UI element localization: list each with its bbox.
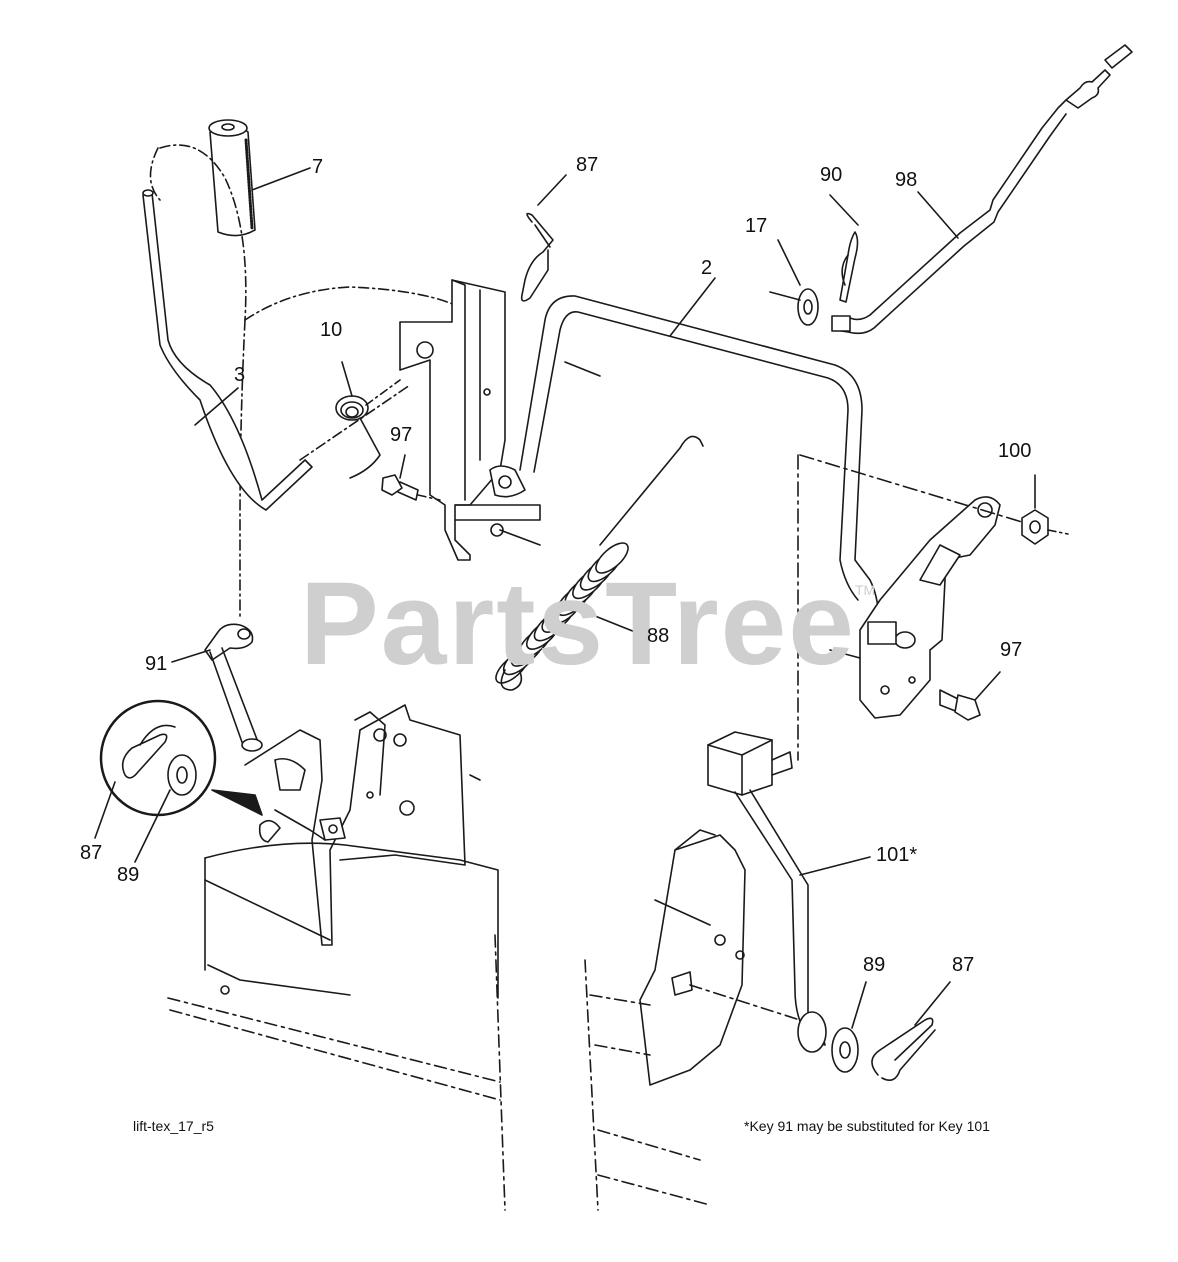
washer-part-89-right: [832, 982, 866, 1072]
callout-97-left: 97: [390, 424, 413, 446]
washer-part-17: [770, 240, 818, 325]
callout-2: 2: [701, 257, 713, 279]
pivot-bracket-left: [400, 280, 540, 560]
deck-left: [168, 843, 505, 1210]
callout-7: 7: [312, 156, 324, 178]
lift-plate-left: [245, 705, 480, 945]
callout-97-right: 97: [1000, 639, 1023, 661]
lift-plate-right: [585, 830, 800, 1210]
detail-circle: [95, 701, 262, 862]
lift-link-part-101: [708, 732, 870, 1052]
pivot-bracket-right: [798, 455, 1022, 760]
callout-89-left: 89: [117, 864, 140, 886]
cotter-pin-part-90: [830, 195, 858, 302]
hairpin-clip-part-87-right: [872, 982, 950, 1080]
torsion-spring-part-10: [336, 362, 400, 478]
spring-coil: [591, 538, 633, 578]
handle-grip-part-7: [209, 120, 310, 236]
callout-90: 90: [820, 164, 843, 186]
lift-lever-part-3: [143, 190, 312, 510]
callout-3: 3: [234, 364, 246, 386]
substitution-note: *Key 91 may be substituted for Key 101: [744, 1118, 990, 1134]
callout-87-top: 87: [576, 154, 599, 176]
callout-101: 101*: [876, 844, 918, 866]
spring-hook: [501, 670, 521, 690]
lift-shaft-part-2: [490, 278, 878, 625]
nut-part-100: [1022, 475, 1068, 544]
callout-88: 88: [647, 625, 670, 647]
callout-100: 100: [998, 440, 1032, 462]
callout-87-left: 87: [80, 842, 103, 864]
callout-87-right: 87: [952, 954, 975, 976]
watermark-trademark: TM: [855, 582, 876, 598]
bolt-part-97-right: [940, 672, 1000, 720]
callout-10: 10: [320, 319, 343, 341]
callout-98: 98: [895, 169, 918, 191]
watermark: PartsTree: [300, 558, 856, 690]
hairpin-clip-part-87-top: [522, 175, 566, 301]
callout-89-right: 89: [863, 954, 886, 976]
bolt-part-97-left: [382, 455, 440, 500]
callout-91: 91: [145, 653, 168, 675]
lift-link-part-91: [172, 624, 262, 751]
phantom-lines-left: [150, 145, 455, 618]
extension-spring-part-88: [491, 436, 703, 690]
callout-17: 17: [745, 215, 768, 237]
adjustment-rod-part-98: [832, 45, 1132, 333]
drawing-id: lift-tex_17_r5: [133, 1118, 214, 1134]
